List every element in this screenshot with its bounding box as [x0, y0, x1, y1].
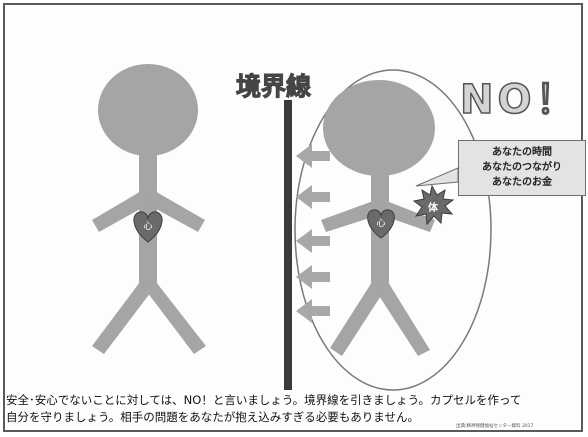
callout-line-money: あなたのお金	[492, 177, 552, 188]
left-heart-label: 心	[143, 221, 152, 232]
push-arrows	[296, 144, 330, 323]
callout-line-time: あなたの時間	[492, 147, 552, 158]
right-leg-left	[330, 282, 386, 356]
left-figure: 心	[92, 64, 206, 354]
callout-line-connections: あなたのつながり	[482, 162, 562, 173]
push-arrow-4	[296, 265, 330, 289]
right-arm-left	[321, 200, 382, 232]
left-arm-left	[92, 190, 149, 232]
right-arm-right	[378, 200, 435, 232]
right-heart-icon	[367, 209, 395, 239]
left-arm-right	[147, 190, 205, 232]
boundary-line	[284, 100, 292, 390]
right-heart-label: 心	[376, 218, 385, 229]
callout-pointer	[415, 167, 459, 187]
right-figure: 心	[321, 80, 435, 356]
right-leg-right	[374, 282, 430, 356]
boundary-title: 境界線	[235, 72, 312, 102]
push-arrow-3	[296, 229, 330, 253]
push-arrow-5	[296, 299, 330, 323]
left-leg-left	[92, 282, 154, 354]
protective-capsule	[294, 69, 492, 391]
left-head	[98, 64, 198, 156]
caption-line-2: 自分を守りましょう。相手の問題をあなたが抱え込みすぎる必要もありません。	[6, 410, 419, 424]
push-arrow-2	[296, 185, 330, 209]
left-heart-icon	[133, 211, 163, 243]
caption-line-1: 安全･安心でないことに対しては、NO！と言いましょう。境界線を引きましょう。カプ…	[6, 393, 522, 407]
resources-callout: あなたの時間 あなたのつながり あなたのお金	[458, 140, 586, 196]
push-arrow-1	[296, 144, 330, 168]
source-credit: 出典:精神保健福祉センター資料 2017	[456, 424, 534, 429]
caption: 安全･安心でないことに対しては、NO！と言いましょう。境界線を引きましょう。カプ…	[6, 392, 582, 426]
no-label: NO！	[459, 77, 580, 123]
body-burst: 体	[412, 184, 455, 226]
body-burst-icon	[412, 184, 455, 226]
left-leg-right	[144, 282, 206, 354]
right-head	[323, 80, 435, 176]
body-label: 体	[428, 201, 439, 214]
